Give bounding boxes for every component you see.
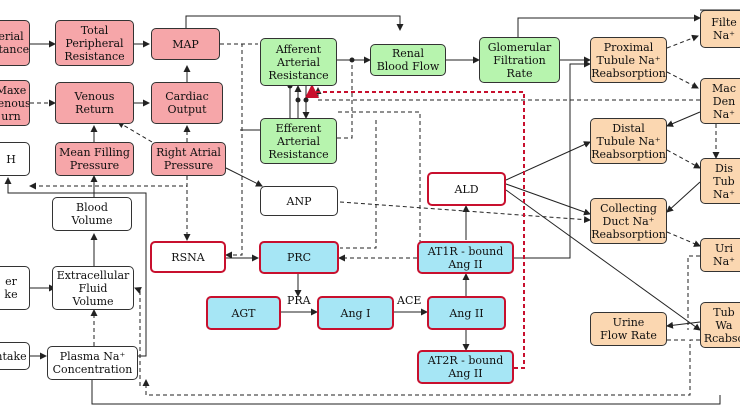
edge-macula-to-distal <box>666 111 701 127</box>
node-plasma-na-concentration: Plasma Na⁺ Concentration <box>47 346 138 380</box>
edge-map-top-to-filtered <box>185 15 404 31</box>
junction-dot <box>303 97 309 103</box>
label-pra: PRA <box>287 294 311 307</box>
node-filtered-na: Filte Na⁺ <box>700 10 740 48</box>
node-venous-return-left: Maxe venous urn <box>0 80 30 126</box>
node-arterial-resistance: erial stance <box>0 20 30 66</box>
node-h: H <box>0 142 30 176</box>
node-efferent-arterial-resistance: Efferent Arterial Resistance <box>260 118 337 164</box>
node-at1r-bound-ang2: AT1R - bound Ang II <box>417 241 514 274</box>
node-blood-volume: Blood Volume <box>52 197 132 231</box>
node-prc: PRC <box>259 241 339 274</box>
edge-water-to-flow <box>666 321 701 329</box>
node-glomerular-filtration-rate: Glomerular Filtration Rate <box>479 37 560 83</box>
edge-efferent-to-rbf <box>337 60 353 139</box>
edge-distal-to-dist-right <box>666 149 701 169</box>
node-macula-densa-na: Mac Den Na⁺ <box>700 78 740 124</box>
edge-bottom-loop2 <box>91 380 721 405</box>
edge-rap-to-anp <box>225 167 263 187</box>
node-proximal-tubule-reabsorption: Proximal Tubule Na⁺ Reabsorption <box>590 37 667 83</box>
edge-collecting-to-urine-na <box>666 231 701 247</box>
node-right-atrial-pressure: Right Atrial Pressure <box>151 142 226 176</box>
node-ang1: Ang I <box>317 296 394 330</box>
edge-ald-to-water <box>505 189 701 331</box>
node-urine-flow-rate: Urine Flow Rate <box>590 312 667 346</box>
node-na-intake: ntake <box>0 342 30 370</box>
node-agt: AGT <box>206 296 281 330</box>
edge-plasma-to-ecf-side <box>134 286 142 386</box>
edge-plasma-to-h <box>4 177 147 357</box>
edge-bottom-loop <box>142 339 700 396</box>
node-distal-tubule-na-right: Dis Tub Na⁺ <box>700 158 740 204</box>
edge-urine-na-to-flow <box>687 255 700 330</box>
edge-proximal-to-macula <box>666 71 699 89</box>
node-water-intake: er ke <box>0 266 30 310</box>
node-cardiac-output: Cardiac Output <box>151 82 223 124</box>
node-extracellular-fluid-volume: Extracellular Fluid Volume <box>52 266 134 310</box>
node-ang2: Ang II <box>427 296 506 330</box>
edge-ald-to-collecting <box>505 183 591 216</box>
node-rsna: RSNA <box>150 241 226 273</box>
edge-at1r-to-proximal <box>514 60 591 259</box>
edge-rap-to-vr <box>117 121 153 143</box>
node-anp: ANP <box>260 186 338 216</box>
edge-rap-to-h <box>29 176 188 190</box>
edge-at1r-to-efferent <box>337 111 421 244</box>
edge-ald-to-distal <box>505 141 591 181</box>
edge-at2r-to-afferent-highlight <box>305 84 525 369</box>
label-ace: ACE <box>397 294 422 307</box>
node-total-peripheral-resistance: Total Peripheral Resistance <box>55 20 134 66</box>
node-distal-tubule-reabsorption: Distal Tubule Na⁺ Reabsorption <box>590 118 667 164</box>
node-afferent-arterial-resistance: Afferent Arterial Resistance <box>260 38 337 86</box>
node-map: MAP <box>151 28 220 60</box>
node-urine-na: Uri Na⁺ <box>700 238 740 272</box>
node-at2r-bound-ang2: AT2R - bound Ang II <box>417 350 514 384</box>
edge-macula-to-afferent <box>314 87 700 101</box>
node-collecting-duct-reabsorption: Collecting Duct Na⁺ Reabsorption <box>590 198 667 244</box>
node-tubule-water-reabsorption: Tub Wa Rcabso <box>700 302 740 348</box>
edge-dist-right-to-collecting <box>666 181 701 213</box>
edge-gfr-top-to-filtered <box>517 14 701 37</box>
edge-efferent-to-rsna <box>340 120 377 249</box>
edge-proximal-to-filtered <box>666 34 699 49</box>
junction-dot <box>295 97 301 103</box>
junction-dot <box>349 57 355 63</box>
node-aldosterone: ALD <box>427 172 506 206</box>
node-renal-blood-flow: Renal Blood Flow <box>370 44 446 76</box>
node-venous-return: Venous Return <box>55 82 134 124</box>
node-mean-filling-pressure: Mean Filling Pressure <box>55 142 134 176</box>
